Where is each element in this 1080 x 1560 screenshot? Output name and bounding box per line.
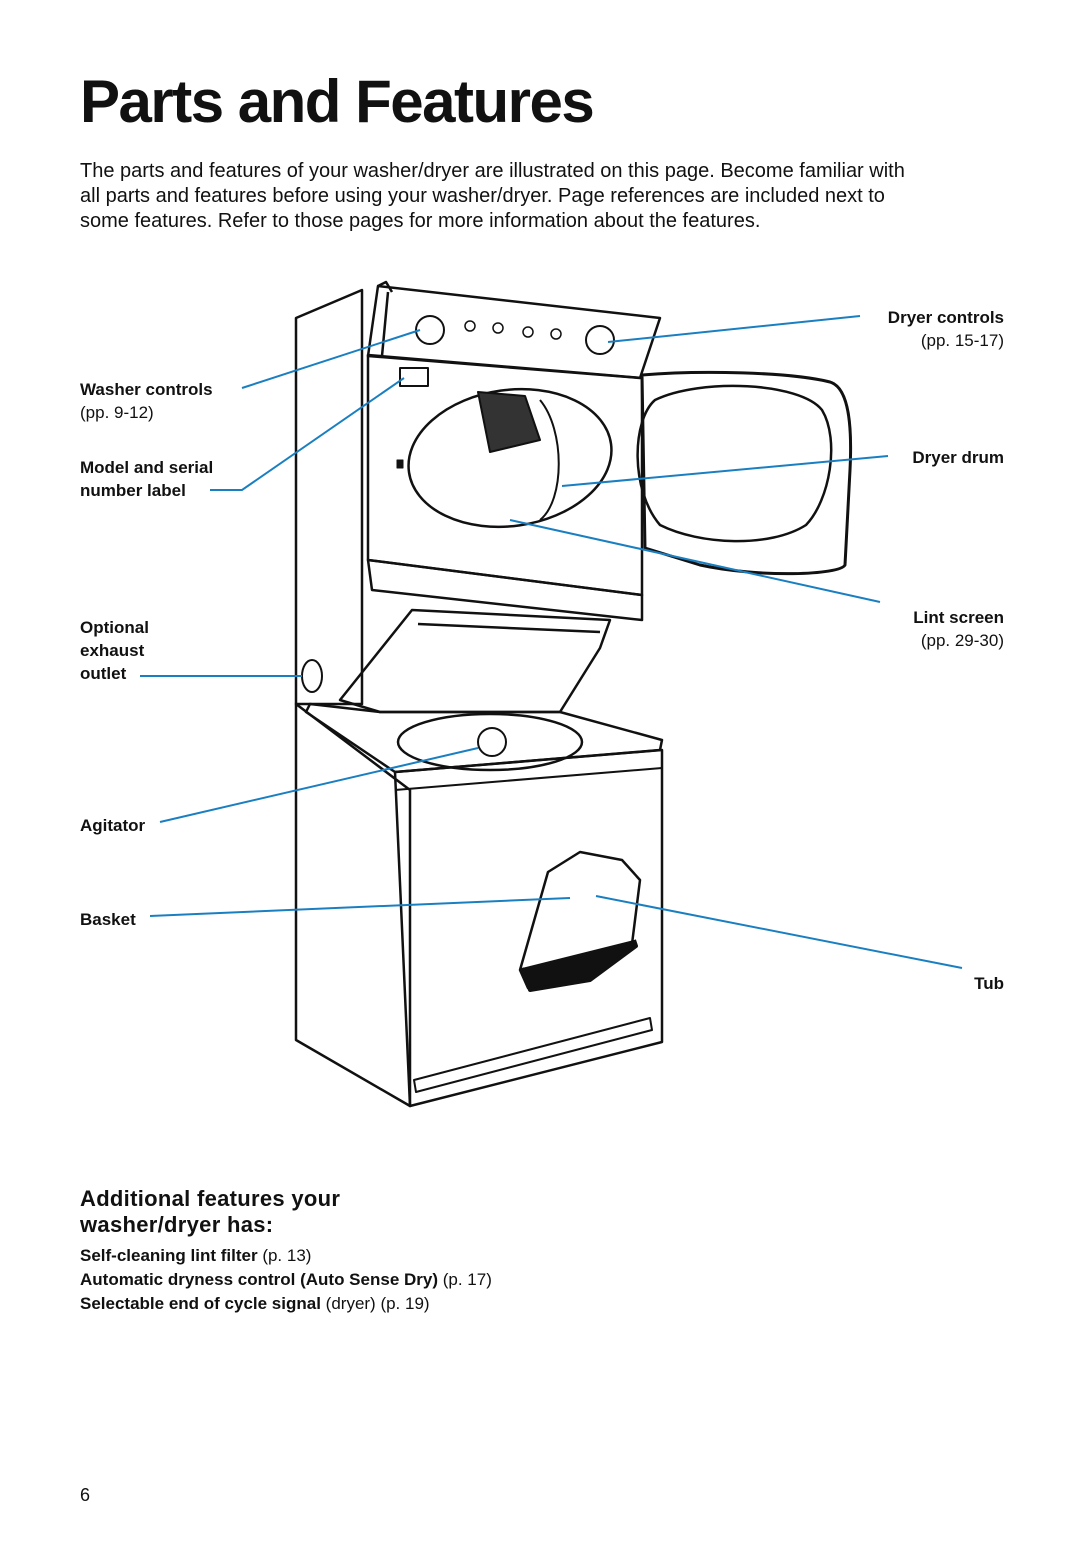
callout-label: Agitator (80, 816, 146, 835)
callout-label: Tub (974, 974, 1004, 993)
middle-panel (366, 558, 644, 622)
callout-label: number label (80, 481, 186, 500)
callout-pages: (pp. 29-30) (920, 631, 1004, 650)
heading-line: Additional features your (80, 1186, 341, 1211)
callout-dryer-controls: Dryer controls (pp. 15-17) (888, 306, 1004, 352)
agitator-cap (477, 727, 507, 757)
additional-features-heading: Additional features your washer/dryer ha… (80, 1186, 340, 1238)
leader-tub (595, 895, 963, 969)
washer-basket-opening (396, 712, 584, 772)
leader-agitator (159, 747, 479, 823)
washer-top (304, 702, 664, 774)
leader-basket (149, 897, 571, 917)
callout-exhaust-outlet: Optional exhaust outlet (80, 616, 149, 685)
callout-lint-screen: Lint screen (pp. 29-30) (913, 606, 1004, 652)
feature-name: Selectable end of cycle signal (80, 1294, 321, 1313)
toe-kick-slot (413, 1017, 653, 1093)
leader-lint-screen (509, 519, 881, 603)
callout-agitator: Agitator (80, 814, 145, 837)
callout-dryer-drum: Dryer drum (912, 446, 1004, 469)
leader-dryer-drum (561, 455, 889, 487)
feature-ref: (dryer) (p. 19) (320, 1294, 430, 1313)
callout-pages: (pp. 9-12) (80, 403, 154, 422)
callout-label: Dryer controls (887, 308, 1004, 327)
feature-ref: (p. 13) (257, 1246, 312, 1265)
dryer-knob (585, 325, 615, 355)
callout-label: outlet (80, 664, 127, 683)
leader-dryer-controls (607, 315, 861, 343)
callout-basket: Basket (80, 908, 136, 931)
callout-label: Basket (80, 910, 136, 929)
heading-line: washer/dryer has: (80, 1212, 274, 1237)
list-item: Selectable end of cycle signal (dryer) (… (80, 1292, 492, 1316)
page-number: 6 (80, 1485, 91, 1505)
intro-line: all parts and features before using your… (80, 185, 885, 207)
feature-ref: (p. 17) (438, 1270, 492, 1289)
callout-washer-controls: Washer controls (pp. 9-12) (80, 378, 213, 424)
callout-model-serial: Model and serial number label (80, 456, 213, 502)
intro-line: some features. Refer to those pages for … (80, 210, 761, 232)
intro-line: The parts and features of your washer/dr… (80, 160, 905, 182)
washer-front (393, 748, 664, 1108)
feature-name: Automatic dryness control (Auto Sense Dr… (80, 1270, 439, 1289)
dryer-drum-opening (407, 387, 613, 529)
callout-label: Model and serial (80, 458, 214, 477)
intro-paragraph: The parts and features of your washer/dr… (80, 159, 1020, 234)
callout-tub: Tub (974, 972, 1004, 995)
list-item: Self-cleaning lint filter (p. 13) (80, 1244, 492, 1268)
page-title: Parts and Features (80, 68, 595, 135)
leader-washer-controls (241, 329, 421, 389)
callout-label: Dryer drum (912, 448, 1004, 467)
leader-model-serial (210, 377, 405, 491)
callout-label: Optional (80, 618, 149, 637)
additional-features-list: Self-cleaning lint filter (p. 13) Automa… (80, 1244, 492, 1316)
cabinet-side-panel (294, 288, 364, 706)
lint-screen-grid (477, 391, 541, 453)
callout-label: Washer controls (80, 380, 213, 399)
model-label-plate (399, 367, 429, 387)
callout-label: exhaust (80, 641, 145, 660)
washer-dryer-illustration (140, 280, 963, 1108)
callout-label: Lint screen (913, 608, 1004, 627)
washer-knob (415, 315, 445, 345)
feature-name: Self-cleaning lint filter (80, 1246, 258, 1265)
dryer-door (640, 370, 853, 576)
control-console (366, 284, 662, 380)
list-item: Automatic dryness control (Auto Sense Dr… (80, 1268, 492, 1292)
exhaust-outlet (301, 659, 323, 693)
callout-pages: (pp. 15-17) (920, 331, 1004, 350)
